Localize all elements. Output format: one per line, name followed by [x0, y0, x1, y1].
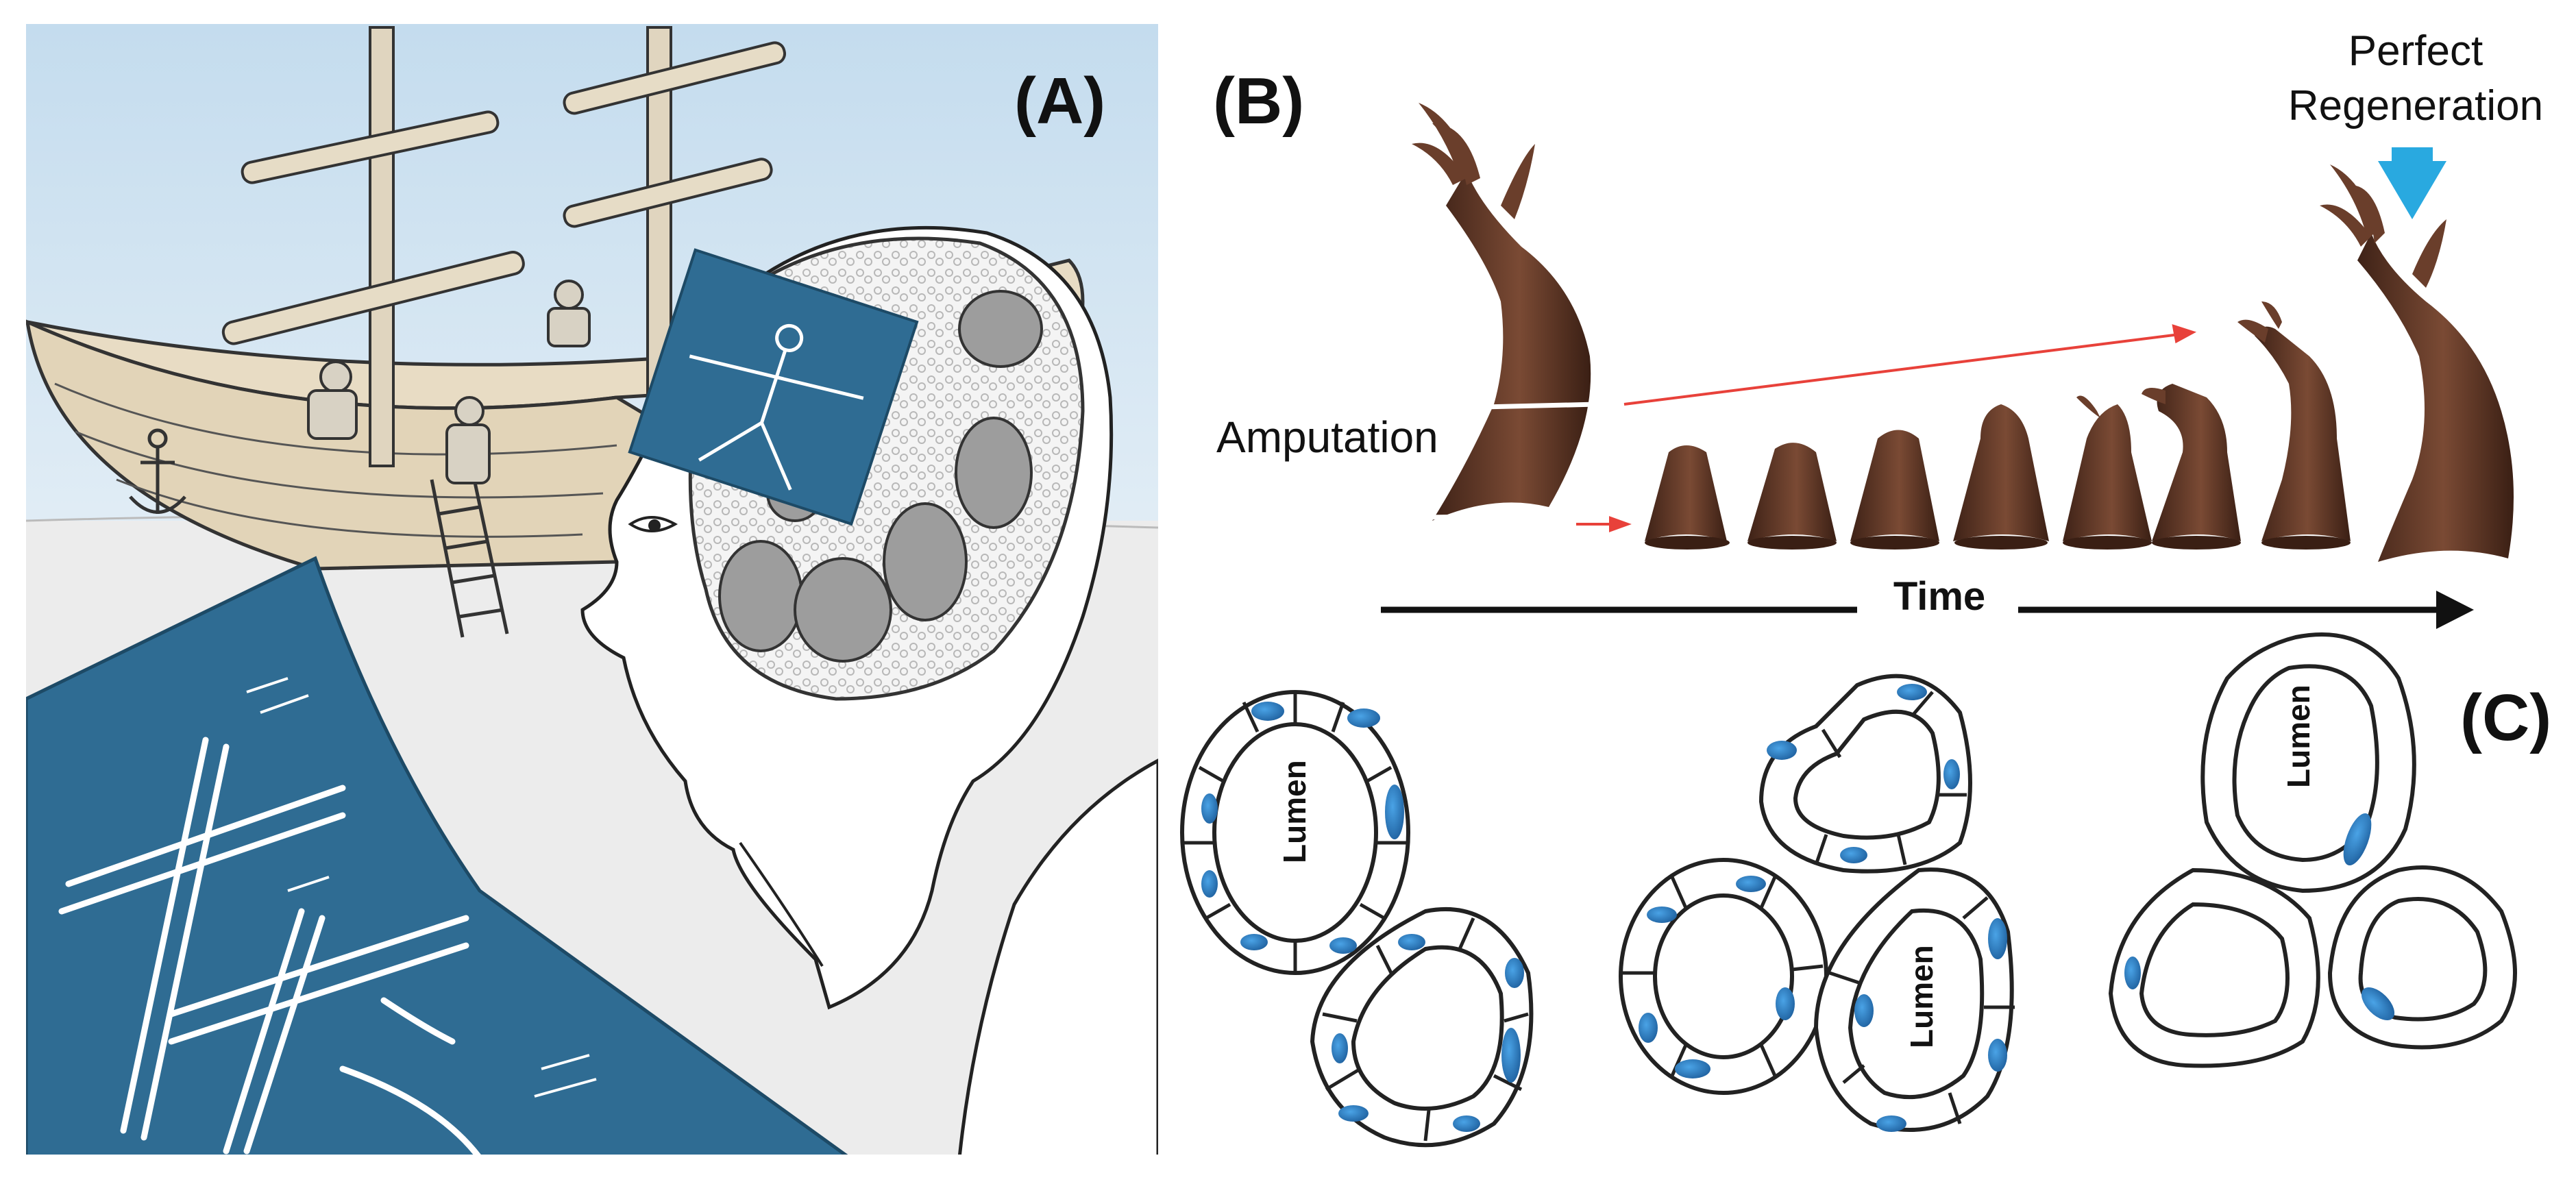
- cyst-2b: [1619, 858, 1828, 1095]
- lumen-label-3: Lumen: [2281, 684, 2316, 788]
- stage-7: [2237, 301, 2351, 550]
- stage-6: [2142, 384, 2241, 550]
- stage-4: [1953, 404, 2049, 550]
- cyst-3b: [2108, 867, 2320, 1068]
- regeneration-stages: [1645, 164, 2514, 562]
- cyst-1b: [1310, 907, 1534, 1148]
- ladder: [430, 472, 509, 638]
- red-arrows: [1576, 324, 2197, 532]
- cyst-cluster-3: Lumen: [2108, 632, 2517, 1068]
- panel-c: (C): [1180, 632, 2551, 1148]
- panel-a-letter: (A): [1014, 64, 1105, 138]
- stage-2: [1747, 443, 1837, 550]
- cyst-cluster-1: Lumen: [1180, 690, 1534, 1148]
- lumen-label-2: Lumen: [1904, 945, 1939, 1048]
- perfect-regeneration-line1: Perfect: [2348, 27, 2483, 75]
- cyst-2c: Lumen: [1813, 867, 2015, 1132]
- panel-a: (A): [26, 24, 1158, 1155]
- worker-figures: [307, 280, 591, 484]
- vitruvian-blueprint: [628, 248, 919, 526]
- amputation-label: Amputation: [1216, 412, 1438, 462]
- blueprint-sheet: [26, 556, 848, 1155]
- blue-down-arrow: [2378, 147, 2446, 219]
- stage-5: [2063, 395, 2152, 550]
- stage-final-limb: [2320, 164, 2514, 562]
- time-label: Time: [1893, 574, 1985, 619]
- cyst-1a: Lumen: [1180, 690, 1410, 975]
- panel-b: (B) Amputation: [1213, 27, 2543, 629]
- cyst-3a: Lumen: [2200, 632, 2416, 893]
- cyst-3c: [2327, 865, 2517, 1050]
- lumen-label-1: Lumen: [1277, 760, 1312, 863]
- head-illustration: [580, 225, 1158, 1155]
- stage-1: [1645, 445, 1730, 550]
- panel-c-letter: (C): [2460, 681, 2551, 754]
- perfect-regeneration-line2: Regeneration: [2288, 82, 2543, 130]
- cyst-cluster-2: Lumen: [1619, 674, 2015, 1132]
- panel-b-letter: (B): [1213, 64, 1304, 138]
- eye-icon: [628, 516, 678, 532]
- limb-original: [1412, 103, 1597, 521]
- cyst-2a: [1758, 674, 1972, 874]
- time-axis: [1381, 591, 2474, 629]
- stage-3: [1850, 430, 1939, 550]
- anchor-icon: [129, 428, 186, 514]
